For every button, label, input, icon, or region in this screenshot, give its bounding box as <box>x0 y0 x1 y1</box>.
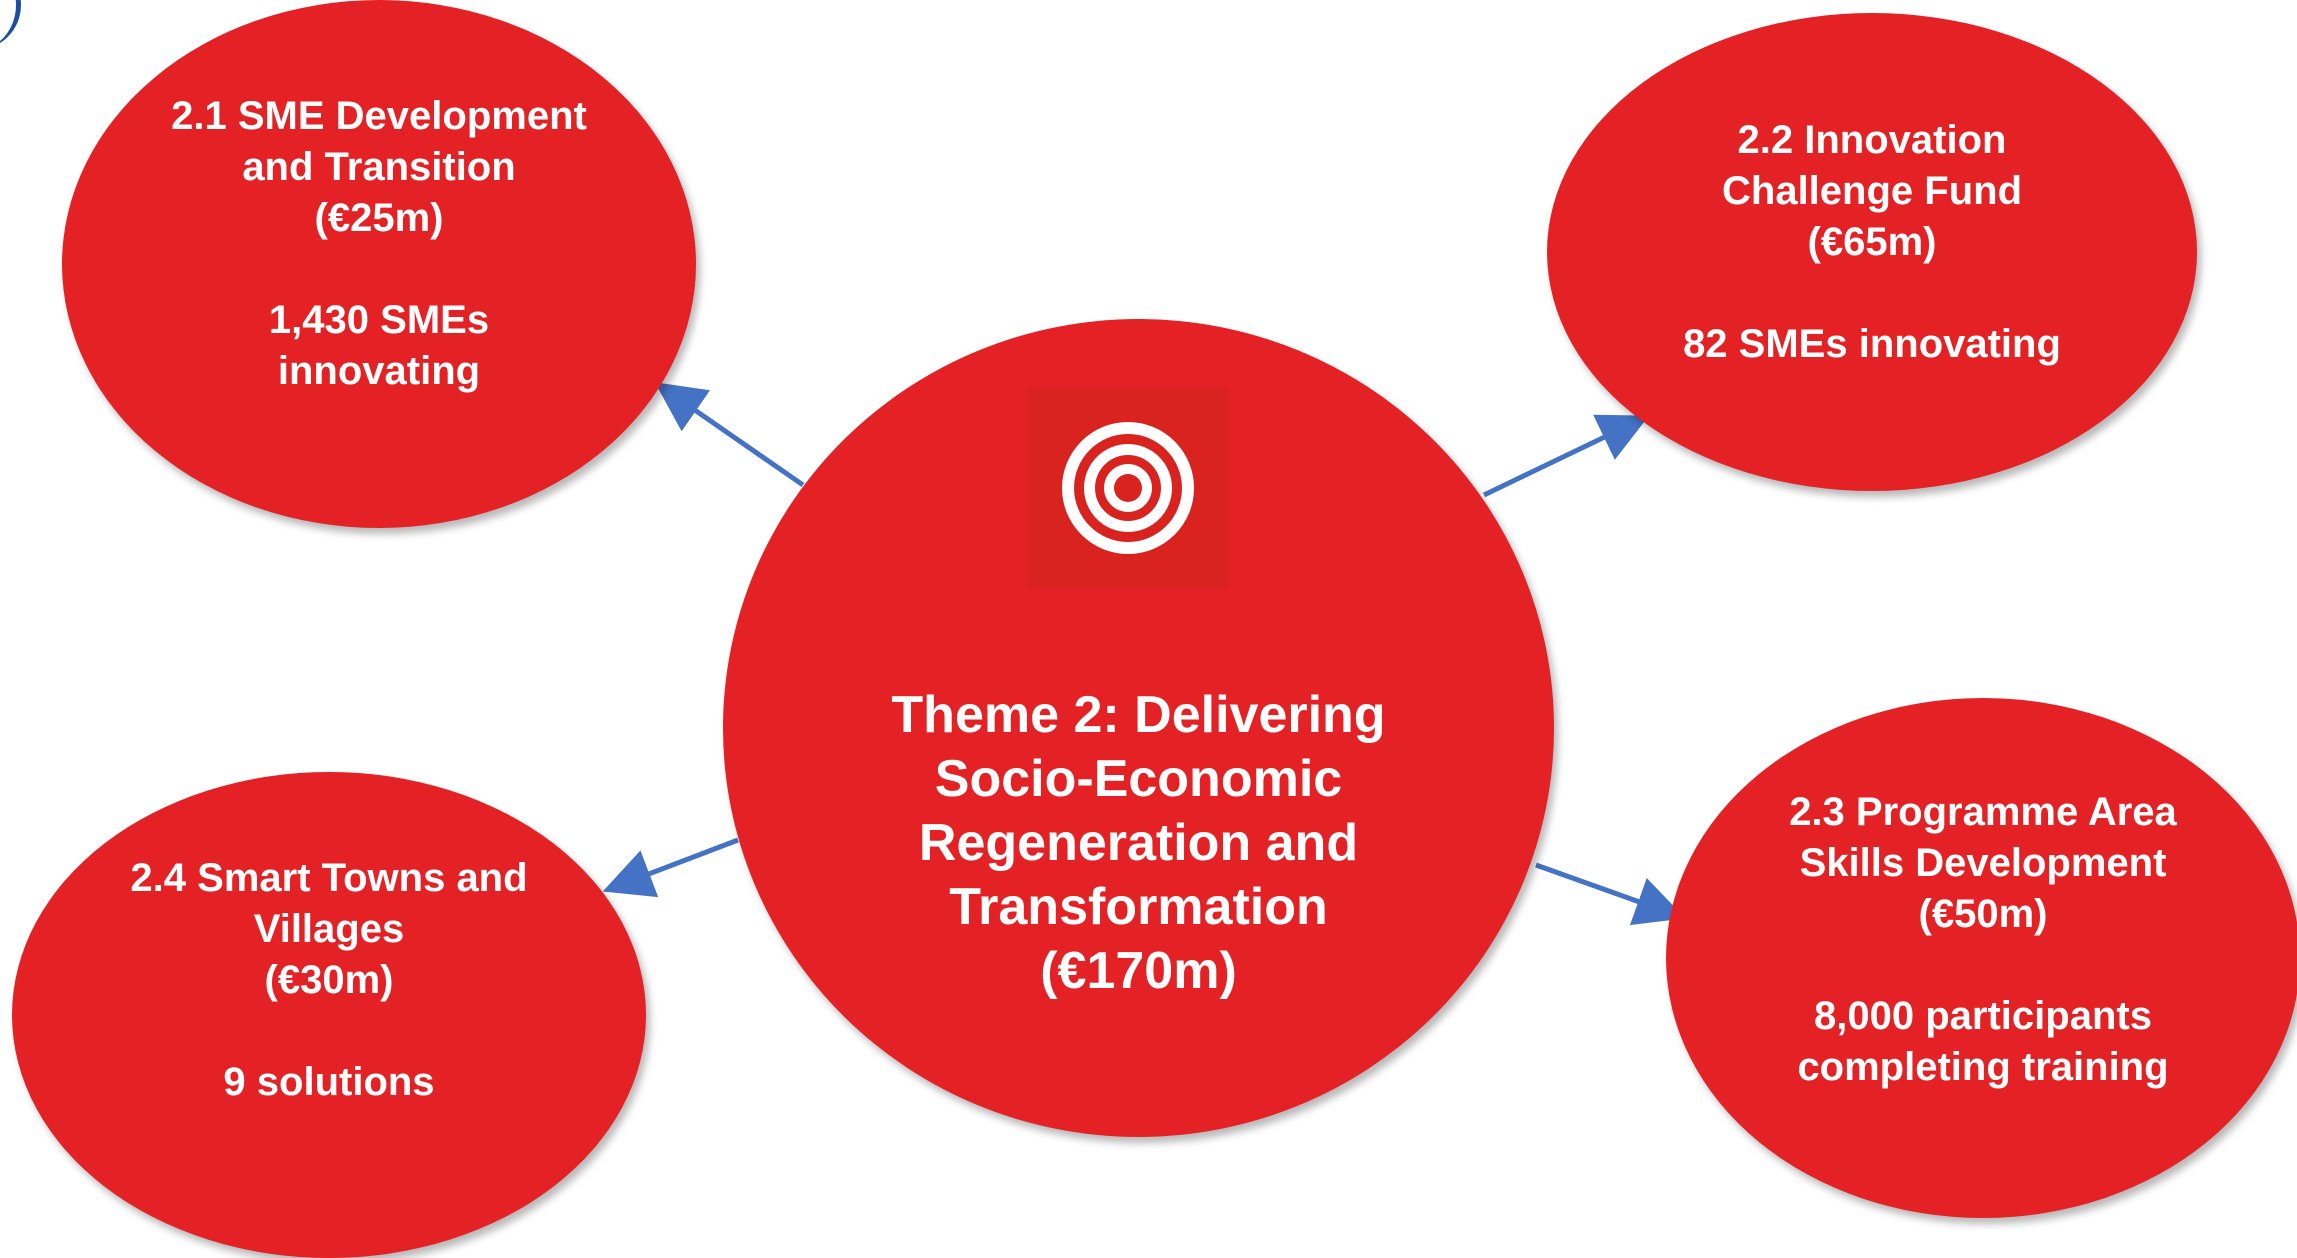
objective-title: 2.3 Programme Area Skills Development <box>1789 790 2177 885</box>
arrow-to-objective-2-3 <box>1535 862 1686 926</box>
objective-metric: 8,000 participants completing training <box>1797 994 2169 1089</box>
objective-budget: (€50m) <box>1918 892 2048 936</box>
objective-metric: 9 solutions <box>223 1059 435 1104</box>
objective-metric: 82 SMEs innovating <box>1683 321 2061 366</box>
objective-budget: (€65m) <box>1807 219 1937 264</box>
objective-title: 2.2 Innovation Challenge Fund <box>1722 117 2022 213</box>
objective-title: 2.1 SME Development and Transition <box>171 94 587 189</box>
objective-budget: (€25m) <box>314 196 444 240</box>
theme-text-block: Theme 2: Delivering Socio-Economic Regen… <box>891 683 1385 1003</box>
arrow-to-objective-2-4 <box>602 837 739 898</box>
target-icon-graphic <box>1062 422 1194 554</box>
arrow-to-objective-2-1 <box>654 382 805 488</box>
objective-2-3-node: 2.3 Programme Area Skills Development (€… <box>1666 698 2297 1218</box>
objective-metric: 1,430 SMEs innovating <box>268 298 490 393</box>
arrow-to-objective-2-2 <box>1482 414 1650 498</box>
theme-title: Theme 2: Delivering Socio-Economic Regen… <box>891 686 1386 936</box>
theme-budget: (€170m) <box>1040 942 1237 1000</box>
objective-budget: (€30m) <box>264 957 394 1002</box>
objective-title: 2.4 Smart Towns and Villages <box>130 855 528 951</box>
objective-2-4-node: 2.4 Smart Towns and Villages (€30m) 9 so… <box>12 772 646 1258</box>
objective-2-1-node: 2.1 SME Development and Transition (€25m… <box>62 0 696 528</box>
target-icon <box>1028 388 1228 588</box>
objective-2-2-node: 2.2 Innovation Challenge Fund (€65m) 82 … <box>1547 13 2197 491</box>
